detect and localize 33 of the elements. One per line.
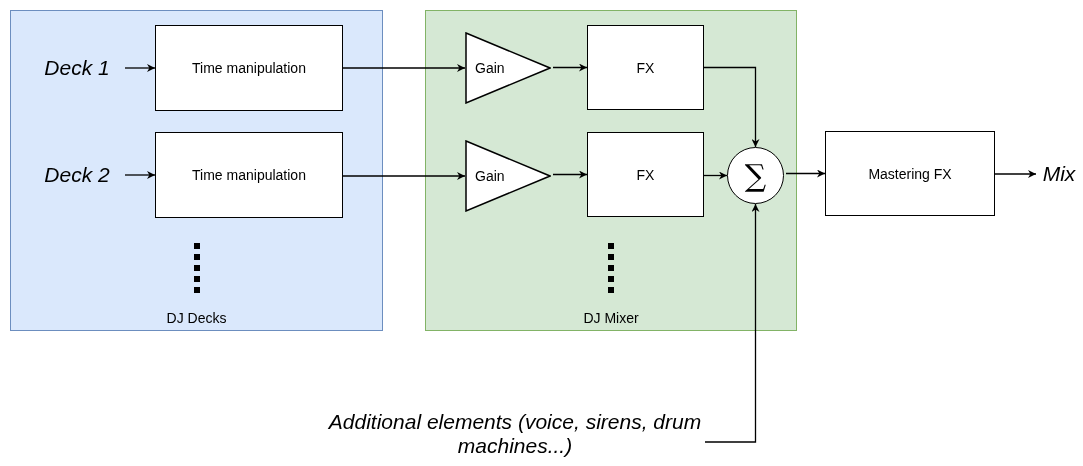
sum-circle [727, 147, 784, 204]
signal-label: Mix [1042, 162, 1076, 186]
process-box [587, 25, 704, 110]
arrow [552, 170, 588, 179]
arrow [124, 64, 156, 72]
group-label: DJ Mixer [582, 310, 640, 326]
box-label: FX [636, 166, 655, 183]
box-label: Mastering FX [868, 165, 952, 182]
arrow [994, 170, 1037, 178]
group-label: DJ Decks [165, 310, 228, 326]
process-box [155, 25, 343, 111]
box-label: Time manipulation [192, 167, 306, 183]
arrow [552, 63, 588, 72]
gain-label: Gain [475, 168, 505, 184]
arrow [703, 171, 728, 180]
arrow [342, 172, 466, 180]
signal-label: Additional elements (voice, sirens, drum machines...) [327, 410, 703, 458]
process-box [587, 132, 704, 217]
signal-label: Deck 1 [44, 56, 110, 80]
sum-symbol: ∑ [744, 158, 767, 193]
arrow [785, 169, 826, 178]
arrow [703, 66, 760, 148]
gain-label: Gain [475, 60, 505, 76]
box-label: Time manipulation [192, 60, 306, 76]
arrow [342, 64, 466, 72]
arrow [124, 171, 156, 179]
group-panel [425, 10, 797, 331]
arrow [704, 203, 760, 443]
process-box [825, 131, 995, 216]
box-label: FX [636, 59, 655, 76]
process-box [155, 132, 343, 218]
signal-label: Deck 2 [44, 163, 110, 187]
group-panel [10, 10, 383, 331]
